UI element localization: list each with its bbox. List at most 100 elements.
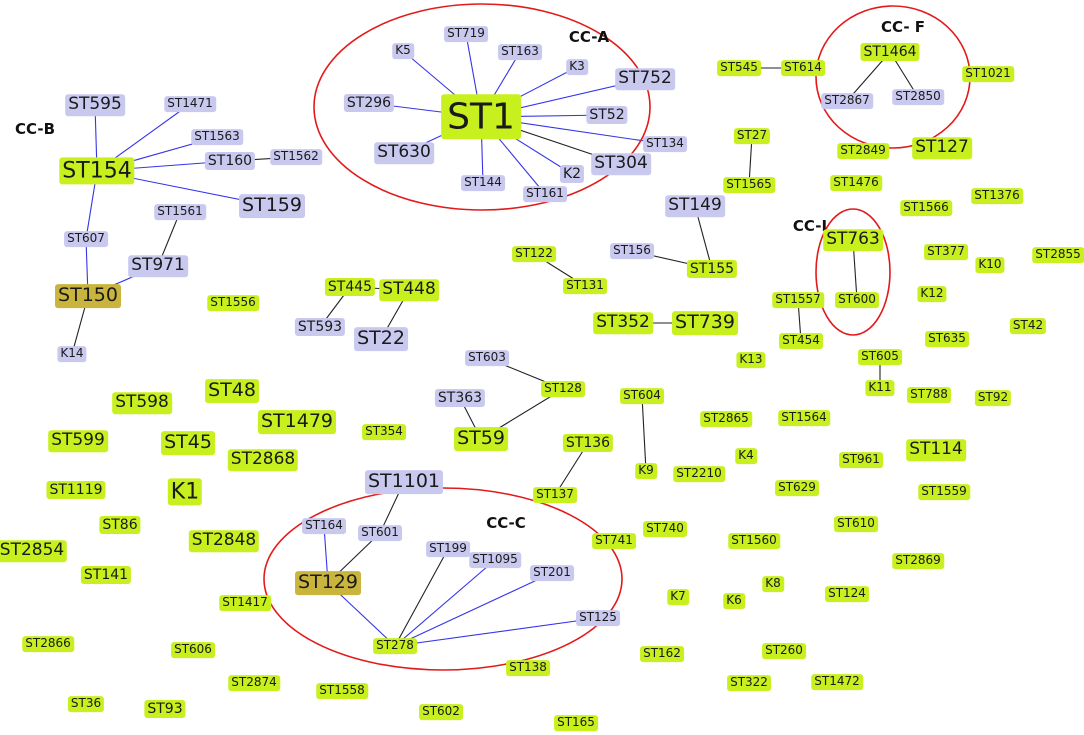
node-st1566: ST1566 [900,200,952,216]
node-st278: ST278 [373,638,417,654]
node-st363: ST363 [434,388,486,408]
node-st598: ST598 [112,392,172,414]
node-st1476: ST1476 [830,175,882,191]
node-st137: ST137 [533,487,577,503]
node-st27: ST27 [733,128,771,144]
node-st1119: ST1119 [46,480,106,500]
node-st154: ST154 [59,157,135,185]
node-st2874: ST2874 [228,675,280,691]
node-st2854: ST2854 [0,540,68,562]
node-k13: K13 [736,352,766,368]
node-st1561: ST1561 [154,204,206,220]
node-st2855: ST2855 [1032,247,1084,263]
node-st48: ST48 [205,379,259,403]
edge-ST1095-ST278 [394,559,496,647]
node-st2848: ST2848 [188,530,260,552]
node-st606: ST606 [171,642,215,658]
node-st201: ST201 [530,565,574,581]
node-st739: ST739 [672,311,738,335]
cluster-outline-cc-c [263,487,623,671]
node-st136: ST136 [562,433,614,453]
node-k3: K3 [566,59,588,75]
node-st122: ST122 [512,246,556,262]
node-st36: ST36 [67,696,105,712]
edge-ST604-K9 [641,395,647,472]
node-st445: ST445 [324,277,376,297]
node-st128: ST128 [541,381,585,397]
node-k8: K8 [762,576,784,592]
node-st719: ST719 [444,26,488,42]
node-k1: K1 [167,478,203,506]
node-k7: K7 [667,589,689,605]
node-st603: ST603 [465,350,509,366]
node-st1101: ST1101 [364,470,444,494]
node-st600: ST600 [835,292,879,308]
node-st2868: ST2868 [227,449,299,471]
node-st629: ST629 [775,480,819,496]
node-st149: ST149 [665,195,725,217]
cluster-outline-cc-i [815,208,891,336]
node-st155: ST155 [686,259,738,279]
node-st1560: ST1560 [728,533,780,549]
edge-ST199-ST278 [394,548,449,647]
node-st1417: ST1417 [219,595,271,611]
node-st296: ST296 [343,93,395,113]
node-st159: ST159 [239,194,305,218]
node-st22: ST22 [354,327,408,351]
node-k11: K11 [865,380,895,396]
node-st150: ST150 [55,284,121,308]
node-st144: ST144 [461,175,505,191]
cluster-label-cc-i: CC-I [792,217,828,235]
node-st1565: ST1565 [723,177,775,193]
node-st2866: ST2866 [22,636,74,652]
node-st2867: ST2867 [821,93,873,109]
node-st763: ST763 [823,229,883,251]
node-st2210: ST2210 [673,466,725,482]
node-st42: ST42 [1009,318,1047,334]
cluster-label-cc-f: CC- F [880,18,926,36]
node-st605: ST605 [858,349,902,365]
node-k9: K9 [635,463,657,479]
node-st741: ST741 [592,533,636,549]
node-st1559: ST1559 [918,484,970,500]
node-k6: K6 [723,593,745,609]
node-k10: K10 [975,257,1005,273]
node-st163: ST163 [498,44,542,60]
node-st1095: ST1095 [469,552,521,568]
node-st114: ST114 [906,439,966,461]
node-k5: K5 [392,43,414,59]
node-st199: ST199 [426,541,470,557]
node-k12: K12 [917,286,947,302]
node-st1564: ST1564 [778,410,830,426]
node-st377: ST377 [924,244,968,260]
node-st607: ST607 [64,231,108,247]
node-st1563: ST1563 [191,129,243,145]
node-st545: ST545 [717,60,761,76]
node-st1464: ST1464 [860,42,920,62]
node-st1472: ST1472 [811,674,863,690]
node-st1479: ST1479 [257,410,337,434]
node-st1021: ST1021 [962,66,1014,82]
node-st788: ST788 [907,387,951,403]
cluster-outline-cc-a [313,3,651,211]
cluster-label-cc-a: CC-A [568,28,610,46]
node-st92: ST92 [974,390,1012,406]
edge-ST201-ST278 [394,572,553,647]
node-st635: ST635 [925,331,969,347]
cluster-label-cc-b: CC-B [14,120,56,138]
node-st164: ST164 [302,518,346,534]
node-st52: ST52 [586,105,628,125]
node-st2865: ST2865 [700,411,752,427]
node-st354: ST354 [362,424,406,440]
node-st161: ST161 [523,186,567,202]
node-st45: ST45 [161,431,215,455]
node-st961: ST961 [839,452,883,468]
node-st593: ST593 [294,317,346,337]
node-st614: ST614 [781,60,825,76]
edge-ST125-ST278 [394,617,599,647]
node-st604: ST604 [620,388,664,404]
node-st595: ST595 [65,94,125,116]
node-k2: K2 [559,164,585,184]
node-st160: ST160 [204,151,256,171]
